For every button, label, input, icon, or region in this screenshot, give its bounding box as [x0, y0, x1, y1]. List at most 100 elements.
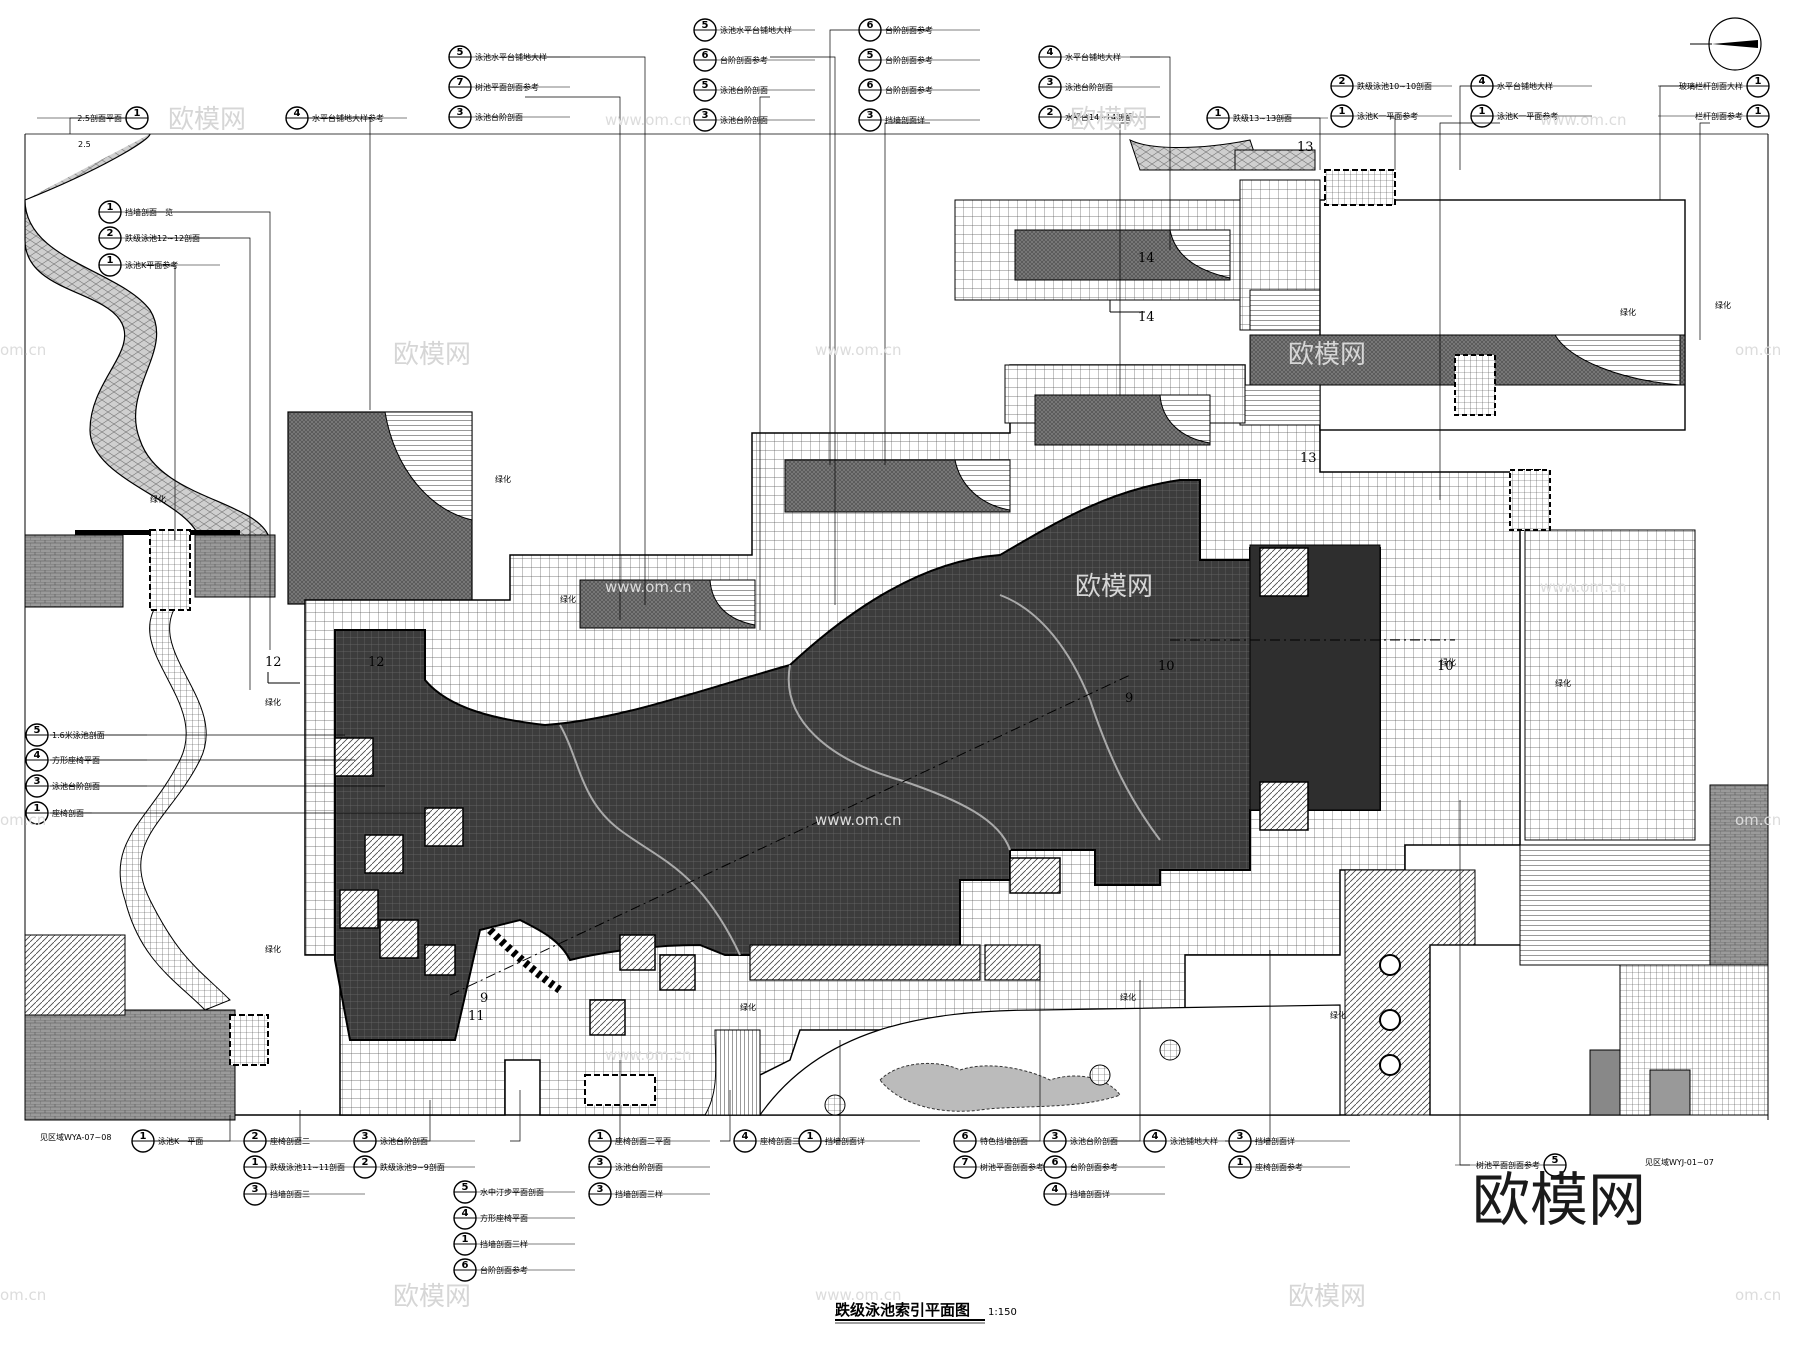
svg-text:欧模网: 欧模网 [168, 105, 246, 135]
callout-label: 跌级泳池10~10剖面 [1357, 81, 1432, 91]
callout-label: 台阶剖面参考 [885, 55, 933, 65]
svg-text:欧模网: 欧模网 [393, 340, 471, 370]
callout-label: 跌级泳池9~9剖面 [380, 1162, 445, 1172]
ref-right: 见区域WYJ-01~07 [1645, 1157, 1714, 1167]
callout-label: 树池平面剖面参考 [1476, 1160, 1540, 1170]
section-mark-10a: 10 [1158, 659, 1175, 674]
section-mark-14a: 14 [1138, 251, 1155, 266]
callout-label: 挡墙剖面详 [1070, 1189, 1110, 1199]
callout-label: 泳池台阶剖面 [615, 1162, 663, 1172]
callout-label: 座椅剖面参考 [1255, 1162, 1303, 1172]
callout-label: 树池平面剖面参考 [980, 1162, 1044, 1172]
callout-label: 泳池铺地大样 [1170, 1136, 1218, 1146]
callout-number: 4 [742, 1131, 749, 1142]
callout-number: 3 [362, 1131, 369, 1142]
callout-number: 5 [702, 80, 709, 91]
callout-number: 3 [867, 110, 874, 121]
callout-label: 特色挡墙剖面 [980, 1136, 1028, 1146]
section-mark-9b: 9 [480, 991, 488, 1006]
callout-number: 3 [1047, 77, 1054, 88]
planter-left-2 [194, 534, 276, 598]
callout-label: 挡墙剖面详 [825, 1136, 865, 1146]
callout-number: 2 [362, 1157, 369, 1168]
callout-number: 4 [1479, 76, 1486, 87]
svg-text:绿化: 绿化 [1330, 1010, 1346, 1020]
drawing-scale: 1:150 [988, 1307, 1017, 1318]
callout-label: 挡墙剖面详 [1255, 1136, 1295, 1146]
svg-text:om.cn: om.cn [1735, 1286, 1781, 1304]
callout-number: 5 [34, 725, 41, 736]
svg-text:www.om.cn: www.om.cn [1540, 578, 1627, 596]
callout-number: 2 [1047, 107, 1054, 118]
callout-number: 5 [457, 47, 464, 58]
callout-label: 台阶剖面参考 [1070, 1162, 1118, 1172]
callout-bottom-16: 7 树池平面剖面参考 [953, 1155, 1075, 1179]
callout-label: 座椅剖面三 [760, 1136, 800, 1146]
svg-text:绿化: 绿化 [1715, 300, 1731, 310]
callout-number: 1 [107, 255, 114, 266]
callout-label: 泳池K一平面参考 [1497, 111, 1558, 121]
svg-text:绿化: 绿化 [1440, 657, 1456, 667]
callout-number: 4 [34, 750, 41, 761]
svg-text:www.om.cn: www.om.cn [815, 341, 902, 359]
callout-label: 泳池台阶剖面 [720, 115, 768, 125]
green-labels: 绿化 绿化 绿化 绿化 绿化 绿化 绿化 绿化 绿化 绿化 绿化 绿化 [150, 300, 1731, 1020]
callout-label: 水中汀步平面剖面 [480, 1187, 544, 1197]
callout-number: 7 [962, 1157, 969, 1168]
callout-label: 玻璃栏杆剖面大样 [1679, 81, 1743, 91]
callout-number: 2 [107, 228, 114, 239]
svg-text:www.om.cn: www.om.cn [815, 1286, 902, 1304]
callout-label: 挡墙剖面三 [270, 1189, 310, 1199]
callout-number: 6 [1052, 1157, 1059, 1168]
callout-number: 5 [1552, 1155, 1559, 1166]
svg-text:www.om.cn: www.om.cn [1540, 111, 1627, 129]
callout-number: 6 [962, 1131, 969, 1142]
svg-text:绿化: 绿化 [1555, 678, 1571, 688]
callout-label: 挡墙剖面详 [885, 115, 925, 125]
callout-label: 挡墙剖面三样 [480, 1239, 528, 1249]
svg-text:绿化: 绿化 [150, 494, 166, 504]
callout-number: 6 [702, 50, 709, 61]
callout-top-20: 1 泳池K一平面参考 [1470, 104, 1592, 128]
callout-number: 2 [1339, 76, 1346, 87]
ref-left: 见区域WYA-07~08 [40, 1132, 111, 1142]
callout-number: 3 [34, 776, 41, 787]
callout-number: 1 [1755, 106, 1762, 117]
callout-label: 挡墙剖面三样 [615, 1189, 663, 1199]
svg-text:www.om.cn: www.om.cn [605, 1046, 692, 1064]
callout-label: 泳池水平台铺地大样 [475, 52, 547, 62]
svg-text:欧模网: 欧模网 [1075, 572, 1153, 602]
svg-text:绿化: 绿化 [560, 594, 576, 604]
drawing-title-text: 跌级泳池索引平面图 [835, 1301, 970, 1319]
drawing-title: 跌级泳池索引平面图 1:150 [835, 1301, 1017, 1324]
callout-number: 6 [867, 20, 874, 31]
svg-text:欧模网: 欧模网 [393, 1282, 471, 1312]
callout-number: 1 [34, 803, 41, 814]
svg-text:绿化: 绿化 [1620, 307, 1636, 317]
section-mark-9a: 9 [1125, 691, 1133, 706]
callout-label: 座椅剖面二平面 [615, 1136, 671, 1146]
callout-label: 栏杆剖面参考 [1695, 111, 1743, 121]
callout-number: 1 [1755, 76, 1762, 87]
callout-label: 水平台铺地大样 [1497, 81, 1553, 91]
callout-number: 1 [1479, 106, 1486, 117]
section-mark-11: 11 [468, 1009, 485, 1024]
svg-text:www.om.cn: www.om.cn [605, 111, 692, 129]
lower-left-building [24, 934, 269, 1121]
callout-label: 台阶剖面参考 [720, 55, 768, 65]
planter-left-1 [24, 534, 124, 608]
